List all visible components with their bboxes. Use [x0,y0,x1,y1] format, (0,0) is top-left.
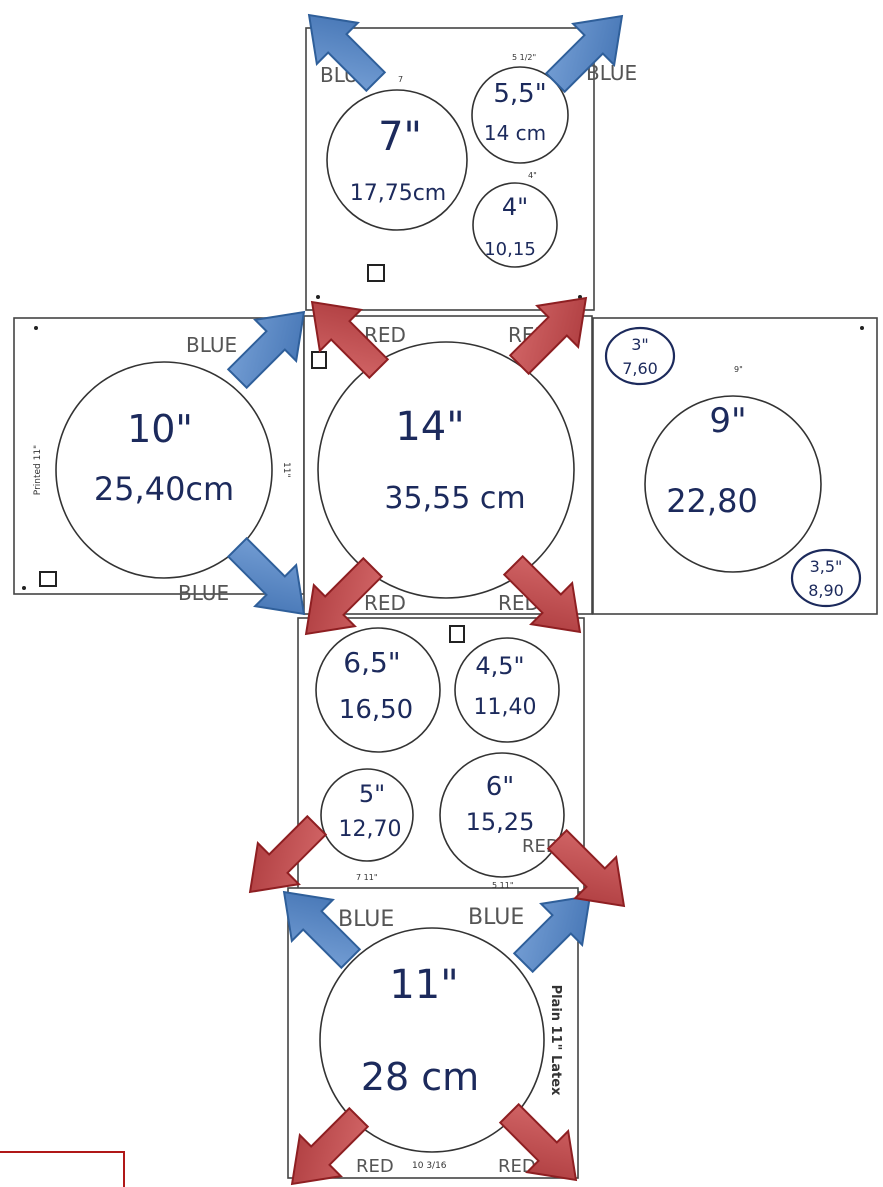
label-14in: 14" [395,404,464,450]
label-4-5in: 4,5" [475,652,524,680]
panel-right-content: 9" 22,80 9" 3" 7,60 3,5" 8,90 [604,326,864,608]
label-11in-cm: 28 cm [361,1055,479,1099]
label-6-5in-cm: 16,50 [339,695,413,725]
mark-9-right: 9" [734,365,743,374]
panel-left-content: 10" 25,40cm Printed 11" 11" BLUE BLUE [22,326,291,605]
label-5-5in-cm: 14 cm [484,121,546,145]
circle-10in [55,361,273,579]
dot-top-left [316,295,320,299]
mark-11-left: 11" [281,462,291,478]
label-4in: 4" [502,193,528,221]
panel-bottom-content: 11" 28 cm Plain 11" Latex BLUE BLUE RED … [319,905,563,1177]
blue-label-bottom-right: BLUE [468,905,524,930]
panel-lower-content: 6,5" 16,50 4,5" 11,40 5" 12,70 6" 15,25 … [315,625,565,890]
mark-5-1-2: 5 1/2" [512,53,536,62]
circle-4in [472,182,558,268]
panel-center [303,315,593,615]
label-10in: 10" [127,407,193,451]
circle-5-5in [471,66,569,164]
circle-9in [644,395,822,573]
label-6in-cm: 15,25 [466,808,535,836]
label-7in-cm: 17,75cm [350,181,447,206]
red-frame-fragment [0,1151,125,1187]
red-label-bottom-right: RED [498,1156,536,1177]
foot-mark-lower-right: 5 11" [492,881,514,890]
panel-lower [297,617,585,893]
logo-mark-center [311,351,327,369]
circle-14in [317,341,575,599]
side-text-plain: Plain 11" Latex [548,985,563,1096]
label-5in-cm: 12,70 [339,817,402,842]
logo-mark-left [39,571,57,587]
red-label-bottom-left: RED [356,1156,394,1177]
label-10in-cm: 25,40cm [94,470,234,508]
label-3in: 3" [631,335,649,354]
label-5in: 5" [359,780,385,808]
logo-mark-lower [449,625,465,643]
label-14in-cm: 35,55 cm [384,481,525,516]
circle-3-5in [790,548,862,608]
circle-6in [439,752,565,878]
circle-4-5in [454,637,560,743]
dot-left-tl [34,326,38,330]
side-text-printed: Printed 11" [33,445,43,495]
mark-4: 4" [528,171,537,180]
label-6in: 6" [486,772,515,802]
label-7in: 7" [378,114,422,160]
label-3in-cm: 7,60 [622,359,658,378]
label-5-5in: 5,5" [493,79,546,109]
circle-6-5in [315,627,441,753]
blue-label-left-bottom: BLUE [178,581,229,605]
label-9in-cm: 22,80 [666,482,758,520]
red-label-center-bl: RED [364,591,406,615]
logo-mark-top [367,264,385,282]
label-4in-cm: 10,15 [484,239,536,260]
circle-7in [326,89,468,231]
circle-11in [319,927,545,1153]
blue-label-bottom-left: BLUE [338,907,394,932]
dot-right-tr [860,326,864,330]
panel-right [592,317,878,615]
panel-center-content: 14" 35,55 cm RED RED RED RED [311,323,575,615]
foot-mark-bottom: 10 3/16 [412,1161,447,1171]
blue-label-top-right: BLUE [586,61,637,85]
mark-7: 7 [398,75,403,84]
label-9in: 9" [709,401,746,441]
dot-left-bl [22,586,26,590]
foot-mark-lower-left: 7 11" [356,873,378,882]
label-11in: 11" [389,962,458,1008]
label-3-5in: 3,5" [810,557,843,576]
label-6-5in: 6,5" [343,646,400,679]
label-4-5in-cm: 11,40 [474,695,537,720]
label-3-5in-cm: 8,90 [808,581,844,600]
circle-3in [604,326,676,386]
blue-label-left-top: BLUE [186,333,237,357]
circle-5in [320,768,414,862]
